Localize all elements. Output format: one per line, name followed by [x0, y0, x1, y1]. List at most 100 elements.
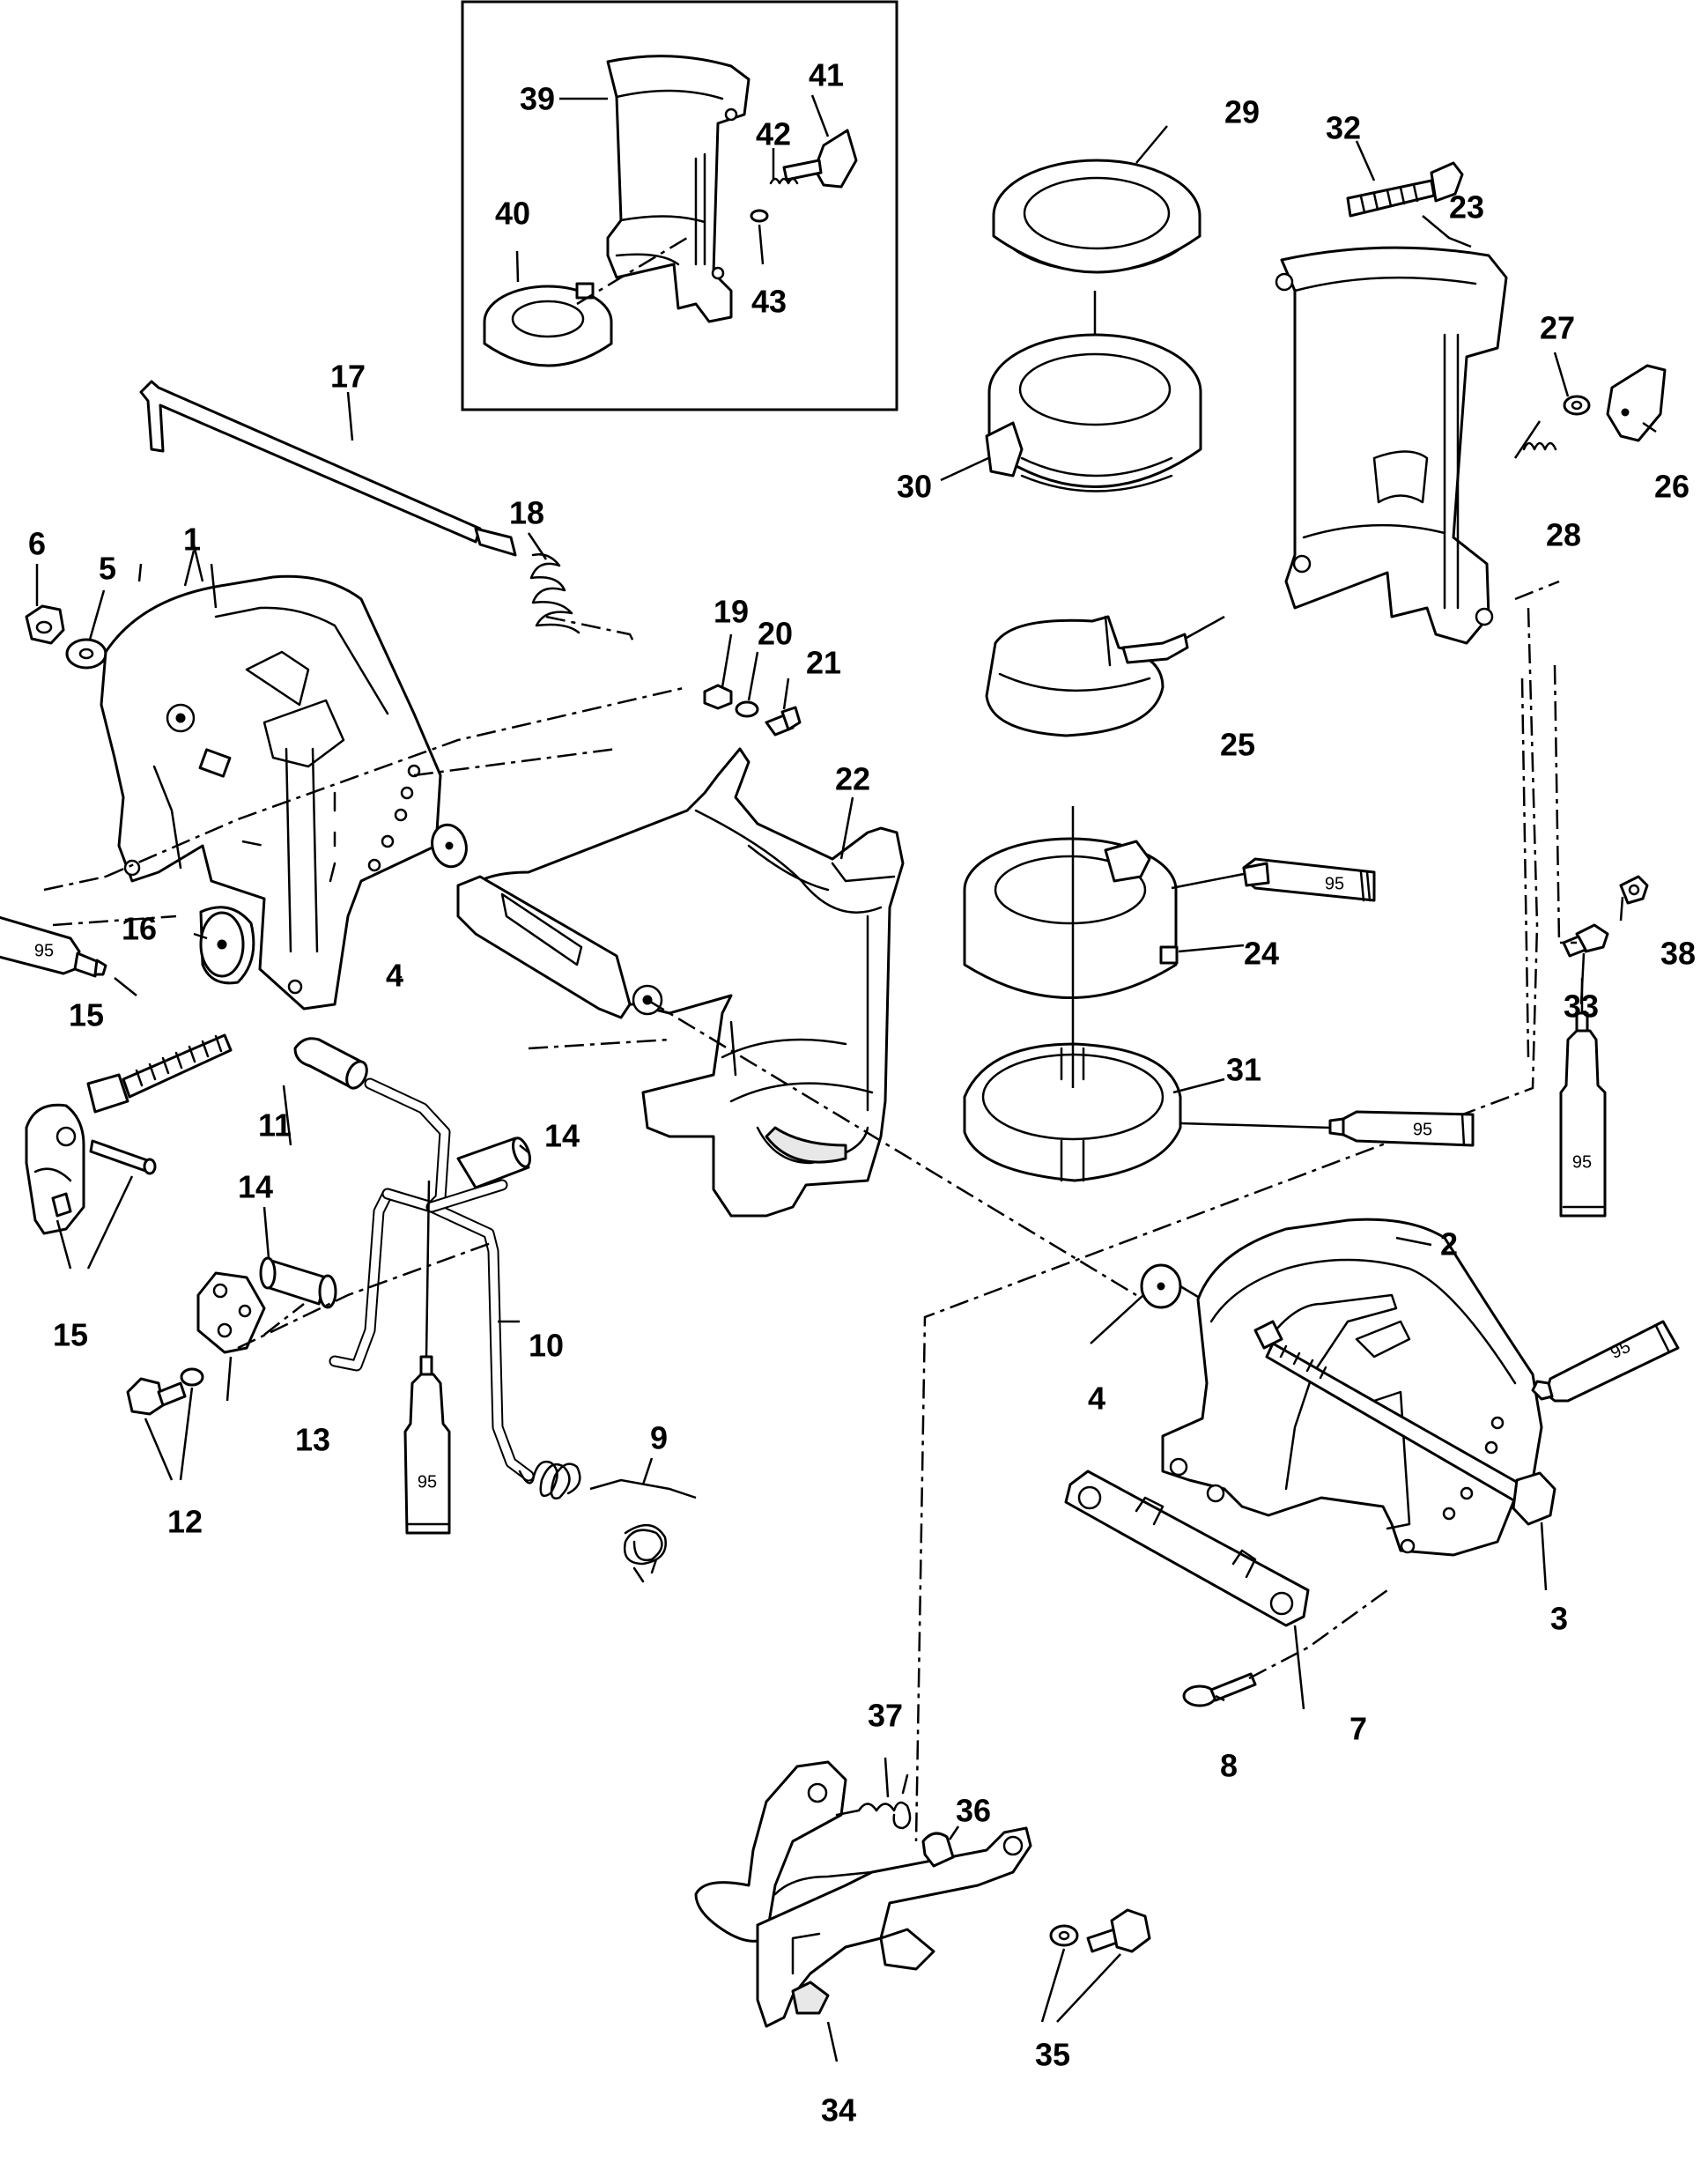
callout-4-lower: 4 [1088, 1381, 1105, 1417]
callout-15-upper: 15 [69, 997, 104, 1033]
callout-26: 26 [1654, 469, 1690, 505]
lubricant-tube-2: 95 [1242, 857, 1376, 902]
spring-18 [529, 553, 580, 634]
tube-label-2: 95 [1325, 874, 1344, 893]
callout-14-left: 14 [238, 1169, 273, 1205]
lubricant-tube-5: 95 [1531, 1320, 1680, 1403]
callout-19: 19 [714, 594, 749, 630]
callout-25: 25 [1220, 727, 1255, 763]
handle-15 [25, 1103, 85, 1235]
callout-10: 10 [529, 1328, 564, 1364]
screw-35 [1086, 1908, 1151, 1953]
callout-2: 2 [1440, 1226, 1458, 1262]
callout-20: 20 [758, 616, 793, 652]
callout-4-upper: 4 [386, 958, 403, 994]
callout-37: 37 [868, 1698, 903, 1734]
callout-15-lower: 15 [53, 1317, 88, 1353]
clamp-bracket-left [100, 574, 442, 1011]
bolt-3 [1265, 1342, 1556, 1526]
callout-22: 22 [835, 761, 870, 797]
lever-rod-10 [329, 1077, 535, 1482]
tilt-lock-34 [694, 1760, 1032, 2028]
plate-13 [196, 1271, 266, 1354]
washer-inset [750, 209, 769, 223]
callout-40: 40 [495, 196, 530, 232]
callout-12: 12 [167, 1504, 203, 1540]
washer-4-lower [1140, 1263, 1182, 1309]
thrust-ring [992, 159, 1202, 274]
lubricant-tube-6: 95 [403, 1355, 451, 1535]
washer-20 [735, 700, 759, 718]
screw-21 [765, 706, 802, 737]
spring-inset [769, 177, 799, 185]
inset-box [461, 0, 898, 411]
callout-23: 23 [1449, 189, 1484, 226]
tube-label-4: 95 [1572, 1152, 1592, 1172]
steering-housing-22 [456, 747, 905, 1218]
callout-5: 5 [99, 551, 116, 587]
tube-label-6: 95 [418, 1472, 437, 1492]
callout-28: 28 [1546, 517, 1581, 553]
callout-36: 36 [956, 1793, 991, 1829]
callout-29: 29 [1224, 94, 1260, 130]
callout-3: 3 [1550, 1601, 1568, 1637]
callout-33: 33 [1564, 988, 1599, 1025]
nut-19 [703, 684, 733, 710]
spring-9 [518, 1460, 697, 1583]
spring-37 [835, 1773, 912, 1830]
callout-13: 13 [295, 1422, 330, 1458]
clip-36 [921, 1832, 955, 1868]
callout-42: 42 [756, 116, 791, 152]
lubricant-tube-4: 95 [1559, 1011, 1607, 1218]
grip-11 [293, 1037, 368, 1090]
plate-7 [1064, 1470, 1310, 1627]
callout-18: 18 [509, 495, 544, 531]
callout-41: 41 [809, 57, 844, 93]
callout-21: 21 [806, 645, 841, 681]
callout-7: 7 [1349, 1711, 1367, 1747]
cap-38 [1619, 875, 1649, 905]
tube-label-1: 95 [34, 941, 54, 960]
upper-bushing [985, 333, 1202, 492]
screw-8 [1182, 1672, 1257, 1707]
callout-32: 32 [1326, 110, 1361, 146]
spring-28 [1522, 441, 1557, 451]
bushing-14-left [259, 1256, 337, 1309]
callout-43: 43 [751, 284, 787, 320]
callout-34: 34 [821, 2092, 856, 2129]
lubricant-tube-1: 95 [0, 915, 107, 978]
washer-4-upper [431, 823, 468, 869]
callout-30: 30 [897, 469, 932, 505]
nut-6 [25, 604, 65, 645]
pad-16 [199, 906, 255, 985]
grease-fitting-33 [1562, 923, 1609, 958]
washer-35 [1049, 1924, 1079, 1947]
swivel-bracket-inset [606, 55, 750, 323]
clamp-band [985, 615, 1189, 737]
callout-24: 24 [1244, 936, 1279, 972]
tube-label-3: 95 [1413, 1120, 1432, 1139]
callout-11: 11 [258, 1107, 292, 1144]
knob-26 [1606, 364, 1667, 442]
callout-38: 38 [1660, 936, 1696, 972]
callout-27: 27 [1540, 310, 1575, 346]
callout-14-right: 14 [544, 1118, 580, 1154]
callout-9: 9 [650, 1420, 668, 1456]
callout-1: 1 [183, 522, 201, 558]
pin-15 [89, 1139, 157, 1175]
screw-12 [126, 1367, 204, 1416]
callout-6: 6 [28, 526, 46, 562]
knob-inset [782, 129, 858, 189]
callout-16: 16 [122, 911, 157, 947]
callout-31: 31 [1226, 1052, 1261, 1088]
split-ring [963, 1042, 1182, 1182]
callout-39: 39 [520, 81, 555, 117]
bushing-inset [483, 282, 613, 367]
bolt-32 [1346, 161, 1464, 218]
swivel-bracket [1275, 246, 1508, 645]
thumb-screw-15 [86, 1033, 233, 1114]
bushing-14-right [456, 1137, 532, 1189]
callout-8: 8 [1220, 1748, 1238, 1784]
lubricant-tube-3: 95 [1328, 1110, 1475, 1147]
